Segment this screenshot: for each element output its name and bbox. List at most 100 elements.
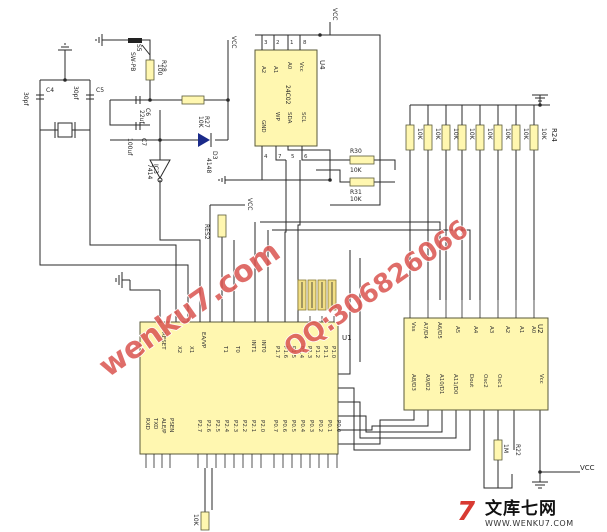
svg-text:IC3: IC3 [152, 164, 159, 174]
crystal [54, 122, 76, 138]
svg-text:10K: 10K [350, 196, 363, 203]
svg-text:P0.4: P0.4 [299, 420, 305, 433]
svg-text:A1: A1 [272, 66, 278, 73]
capacitor-c6: C6 22uf [110, 96, 151, 124]
svg-text:10K: 10K [197, 116, 204, 129]
svg-text:VCC: VCC [246, 198, 253, 210]
svg-text:10K: 10K [504, 128, 511, 141]
svg-text:Vcc: Vcc [298, 62, 304, 72]
logo-text: 文库七网 [485, 499, 557, 519]
svg-text:A0: A0 [286, 62, 292, 70]
svg-text:A6/D5: A6/D5 [436, 322, 442, 339]
svg-text:SDA: SDA [286, 112, 292, 124]
resistor-bottom: 10K [192, 511, 210, 531]
svg-text:VCC: VCC [230, 36, 237, 48]
svg-text:RESET: RESET [160, 332, 166, 350]
svg-text:X1: X1 [188, 346, 194, 353]
svg-text:10K: 10K [486, 128, 493, 141]
svg-text:1: 1 [290, 40, 294, 46]
ground-symbols [58, 34, 548, 489]
svg-text:U2: U2 [536, 324, 544, 334]
resistor-r31: R31 10K [349, 177, 375, 203]
svg-text:A0: A0 [530, 326, 536, 334]
svg-text:A4: A4 [472, 326, 478, 334]
chip-u1: U1 RESET X2 X1 EA/VP T1 T0 INT1 INT0 P1.… [139, 316, 352, 468]
svg-text:T0: T0 [234, 345, 240, 353]
svg-text:Dout: Dout [468, 374, 474, 388]
svg-text:30pf: 30pf [22, 92, 29, 106]
svg-text:10K: 10K [522, 128, 529, 141]
svg-text:4148: 4148 [205, 158, 212, 173]
svg-text:10K: 10K [540, 128, 547, 141]
svg-text:22uf: 22uf [138, 110, 145, 124]
svg-text:SCL: SCL [300, 112, 306, 123]
svg-text:P0.7: P0.7 [272, 420, 278, 433]
svg-text:10K: 10K [192, 514, 199, 527]
svg-text:P2.0: P2.0 [259, 420, 265, 433]
resistor-res2: RES2 [203, 214, 227, 240]
svg-text:R28: R28 [160, 60, 167, 72]
pushbutton-s5: S5 SW-PB [128, 38, 151, 71]
pin-header [297, 279, 337, 311]
svg-text:R24: R24 [550, 128, 558, 142]
svg-text:P1.0: P1.0 [330, 346, 336, 359]
svg-text:TXD: TXD [152, 417, 158, 429]
logo-mark: 7 [457, 497, 476, 527]
junctions [63, 33, 542, 474]
svg-text:30pf: 30pf [72, 86, 79, 100]
svg-text:1M: 1M [502, 444, 509, 453]
svg-text:10K: 10K [468, 128, 475, 141]
svg-text:D3: D3 [211, 151, 218, 160]
svg-text:7: 7 [278, 154, 282, 160]
svg-text:2: 2 [276, 40, 280, 46]
svg-text:P2.7: P2.7 [196, 420, 202, 433]
svg-text:R22: R22 [514, 444, 521, 456]
svg-text:VCC: VCC [331, 8, 338, 20]
svg-text:P0.1: P0.1 [326, 420, 332, 432]
chip-u2: U2 Vss A7/D4 A6/D5 A5 A4 A3 A2 A1 A0 A8/… [403, 300, 549, 411]
svg-text:4: 4 [264, 154, 268, 160]
svg-text:100: 100 [156, 64, 163, 76]
svg-text:P0.5: P0.5 [290, 420, 296, 433]
svg-text:P2.2: P2.2 [241, 420, 247, 432]
svg-text:P1.3: P1.3 [306, 346, 312, 359]
svg-text:P1.6: P1.6 [282, 346, 288, 359]
svg-text:10K: 10K [350, 167, 363, 174]
svg-text:P0.6: P0.6 [281, 420, 287, 433]
svg-text:Vss: Vss [410, 322, 416, 332]
svg-text:A7/D4: A7/D4 [422, 322, 428, 339]
svg-text:24C02: 24C02 [284, 85, 291, 105]
vcc-labels: VCC VCC VCC VCC [230, 8, 595, 472]
svg-text:U4: U4 [318, 60, 326, 70]
svg-text:P1.1: P1.1 [322, 346, 328, 358]
capacitor-c4: C4 30pf [22, 80, 54, 130]
svg-text:C5: C5 [96, 87, 104, 94]
svg-text:A1: A1 [518, 326, 524, 333]
svg-text:INT0: INT0 [260, 340, 266, 353]
svg-text:R27: R27 [203, 116, 210, 128]
svg-text:P0.3: P0.3 [308, 420, 314, 433]
svg-text:100uf: 100uf [126, 138, 133, 156]
svg-text:A10/D1: A10/D1 [438, 374, 444, 394]
inverter-ic3: IC3 7414 [146, 140, 171, 183]
svg-text:P2.6: P2.6 [205, 420, 211, 433]
logo-url: WWW.WENKU7.COM [485, 519, 574, 528]
svg-text:VCC: VCC [580, 464, 595, 472]
svg-text:P1.7: P1.7 [274, 346, 280, 359]
diode-d3: D3 4148 [198, 133, 218, 173]
resistor-r27: R27 10K [181, 95, 210, 129]
svg-text:PSEN: PSEN [168, 418, 174, 432]
svg-text:A9/D2: A9/D2 [424, 374, 430, 391]
svg-text:P2.3: P2.3 [232, 420, 238, 433]
svg-text:Osc2: Osc2 [482, 374, 488, 388]
svg-text:Osc1: Osc1 [496, 374, 502, 388]
svg-text:P0.0: P0.0 [335, 420, 341, 433]
svg-text:Vcc: Vcc [538, 374, 544, 384]
capacitor-c5: C5 30pf [72, 86, 104, 100]
svg-text:P1.4: P1.4 [298, 346, 304, 359]
svg-text:3: 3 [264, 40, 268, 46]
svg-text:8: 8 [303, 40, 307, 46]
svg-text:C7: C7 [140, 138, 147, 146]
svg-text:P1.2: P1.2 [314, 346, 320, 358]
